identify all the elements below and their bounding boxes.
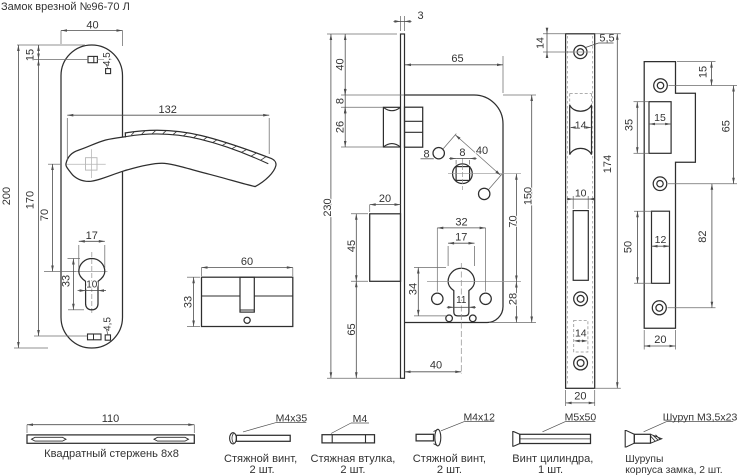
svg-text:14: 14 [575, 328, 587, 340]
svg-text:200: 200 [1, 187, 13, 205]
svg-text:70: 70 [39, 209, 51, 221]
svg-text:20: 20 [654, 334, 666, 346]
svg-text:Стяжной винт,: Стяжной винт, [224, 453, 297, 465]
svg-text:17: 17 [86, 230, 98, 242]
svg-text:М5х50: М5х50 [565, 411, 597, 423]
svg-text:65: 65 [451, 53, 463, 65]
svg-text:2 шт.: 2 шт. [437, 464, 462, 475]
svg-text:40: 40 [430, 359, 442, 371]
svg-text:2 шт.: 2 шт. [249, 464, 274, 475]
svg-text:14: 14 [575, 119, 587, 131]
svg-text:2 шт.: 2 шт. [340, 464, 365, 475]
svg-text:110: 110 [102, 413, 120, 425]
svg-text:Винт цилиндра,: Винт цилиндра, [512, 453, 593, 465]
svg-text:26: 26 [335, 121, 347, 133]
svg-text:М4х12: М4х12 [463, 411, 495, 423]
svg-text:8: 8 [335, 98, 347, 104]
svg-text:12: 12 [655, 234, 667, 246]
svg-text:Шуруп М3,5х23: Шуруп М3,5х23 [663, 411, 738, 423]
svg-text:15: 15 [698, 66, 710, 78]
svg-text:Стяжная втулка,: Стяжная втулка, [310, 453, 395, 465]
svg-text:17: 17 [455, 232, 467, 244]
svg-text:1 шт.: 1 шт. [538, 464, 563, 475]
svg-text:40: 40 [86, 19, 98, 31]
svg-text:М4: М4 [353, 413, 368, 425]
svg-text:14: 14 [535, 37, 547, 49]
svg-text:28: 28 [507, 293, 519, 305]
svg-text:Шурупы: Шурупы [625, 454, 663, 465]
svg-text:174: 174 [602, 155, 614, 173]
svg-text:45: 45 [346, 240, 358, 252]
svg-text:40: 40 [335, 58, 347, 70]
svg-text:50: 50 [623, 241, 635, 253]
svg-text:8: 8 [459, 147, 465, 159]
svg-text:65: 65 [721, 120, 733, 132]
svg-text:60: 60 [241, 256, 253, 268]
svg-text:170: 170 [25, 191, 37, 209]
svg-text:15: 15 [654, 112, 666, 124]
svg-text:3: 3 [417, 10, 423, 22]
svg-text:5,5: 5,5 [599, 33, 614, 45]
svg-text:Квадратный стержень 8х8: Квадратный стержень 8х8 [44, 448, 179, 460]
svg-text:65: 65 [346, 323, 358, 335]
svg-text:82: 82 [697, 230, 709, 242]
svg-text:Замок врезной №96-70 Л: Замок врезной №96-70 Л [1, 1, 130, 13]
svg-text:20: 20 [379, 193, 391, 205]
svg-text:40: 40 [476, 145, 488, 157]
svg-text:4,5: 4,5 [103, 317, 114, 331]
svg-text:33: 33 [183, 296, 195, 308]
svg-text:10: 10 [575, 188, 587, 200]
svg-text:70: 70 [507, 215, 519, 227]
svg-text:корпуса замка, 2 шт.: корпуса замка, 2 шт. [625, 465, 722, 475]
svg-text:10: 10 [86, 280, 98, 291]
svg-text:132: 132 [159, 104, 177, 116]
svg-text:35: 35 [624, 119, 636, 131]
svg-text:32: 32 [455, 216, 467, 228]
svg-text:34: 34 [407, 283, 419, 295]
svg-text:33: 33 [61, 275, 73, 287]
svg-text:8: 8 [423, 148, 429, 160]
svg-text:230: 230 [322, 198, 334, 216]
svg-text:Стяжной винт,: Стяжной винт, [413, 453, 486, 465]
svg-text:М4х35: М4х35 [276, 412, 308, 424]
svg-text:4,5: 4,5 [102, 52, 113, 66]
svg-text:15: 15 [25, 49, 37, 61]
svg-text:11: 11 [456, 295, 467, 306]
svg-text:150: 150 [523, 187, 535, 205]
svg-text:20: 20 [574, 391, 586, 403]
